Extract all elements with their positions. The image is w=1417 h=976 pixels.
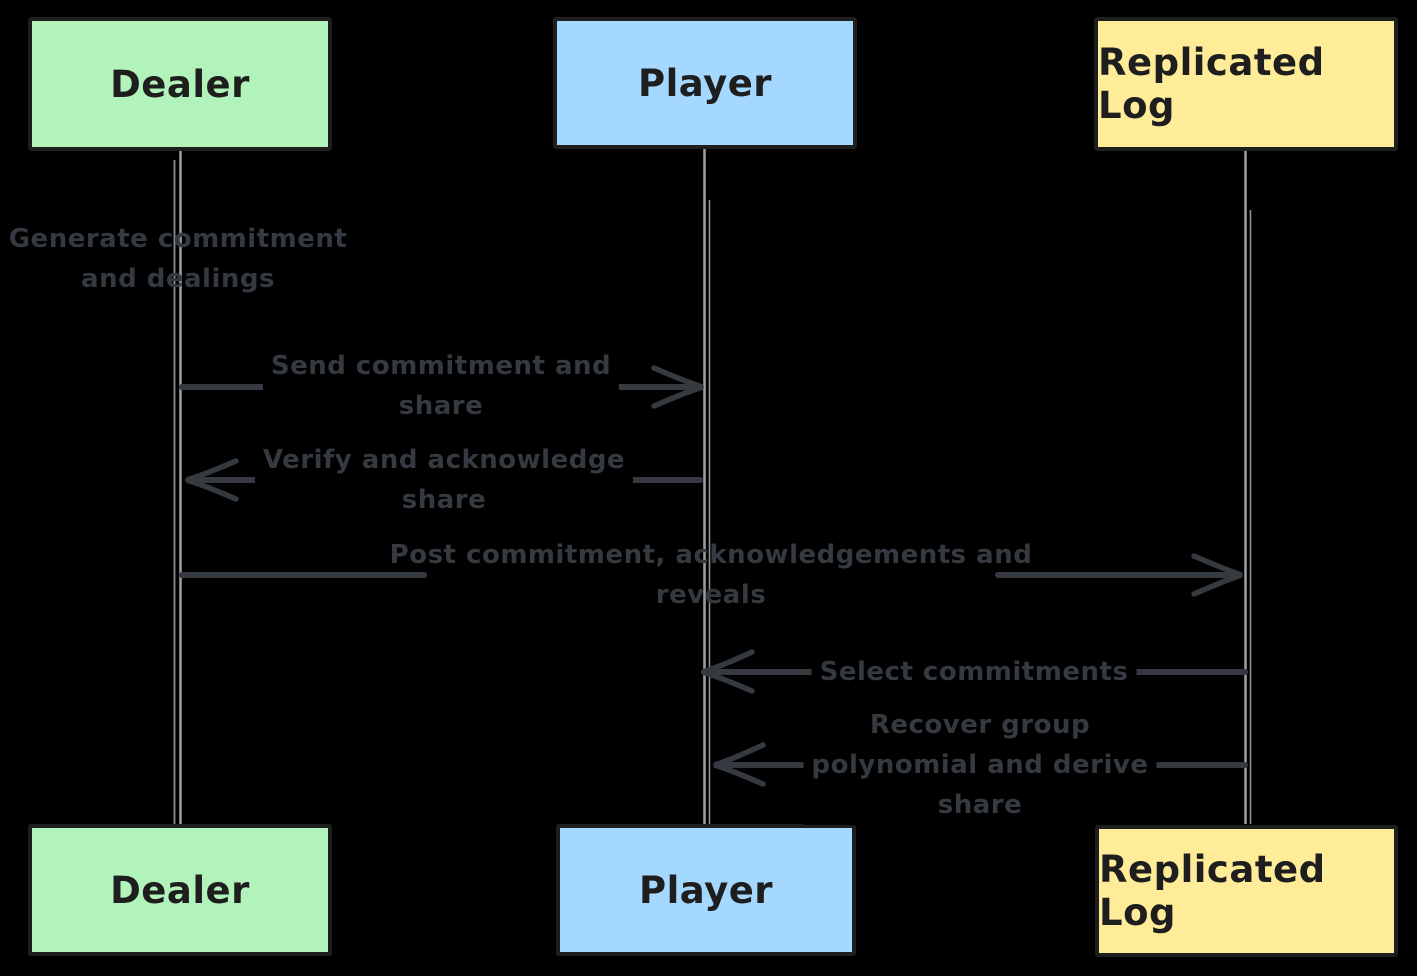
actor-label-replicated-log: Replicated Log <box>1099 848 1326 934</box>
arrow-post-commitment-acknowledgements-reveals <box>179 553 1243 597</box>
actor-label-player: Player <box>637 61 773 105</box>
note-generate-commitment: Generate commitment and dealings <box>8 224 348 294</box>
actor-box-replicated-log-bottom: Replicated Log <box>1095 825 1398 957</box>
actor-box-dealer-bottom: Dealer <box>28 824 332 956</box>
message-label-select-commitments: Select commitments <box>811 652 1137 692</box>
actor-label-player: Player <box>638 868 774 912</box>
actor-box-player-bottom: Player <box>556 824 856 956</box>
actor-box-player-top: Player <box>553 17 857 149</box>
message-label-send-commitment: Send commitment and share <box>262 346 620 426</box>
lifeline-replicated-log <box>1244 150 1252 824</box>
message-label-recover-group-polynomial: Recover group polynomial and derive shar… <box>803 705 1157 825</box>
actor-label-dealer: Dealer <box>110 62 250 106</box>
lifeline-player <box>703 148 711 824</box>
actor-label-replicated-log: Replicated Log <box>1098 41 1325 127</box>
actor-label-dealer: Dealer <box>110 868 250 912</box>
lifeline-dealer <box>173 151 182 824</box>
actor-box-dealer-top: Dealer <box>28 17 332 151</box>
message-label-post-commitment: Post commitment, acknowledgements and re… <box>389 540 1033 610</box>
message-label-verify-acknowledge: Verify and acknowledge share <box>254 440 634 520</box>
actor-box-replicated-log-top: Replicated Log <box>1094 17 1398 151</box>
